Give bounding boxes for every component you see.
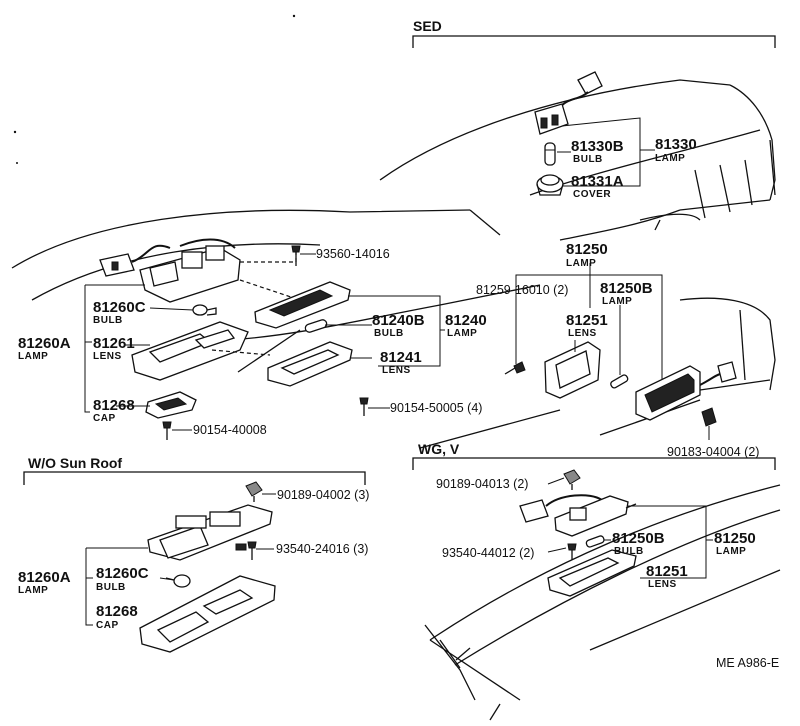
section-wo-sun-roof: W/O Sun Roof (28, 455, 122, 471)
sed-leader-lines (557, 117, 655, 187)
label-81240b: 81240B (372, 312, 425, 329)
label-90154-40008: 90154-40008 (193, 423, 267, 437)
label-81330-sub: LAMP (655, 153, 685, 164)
label-81241-sub: LENS (382, 365, 411, 376)
print-specks (13, 14, 296, 164)
label-81250-bot-sub: LAMP (716, 546, 746, 557)
label-81261-sub: LENS (93, 351, 122, 362)
label-81251-bot: 81251 (646, 563, 688, 580)
label-81268-bot: 81268 (96, 603, 138, 620)
lamp-81250-top-leaders (515, 263, 710, 440)
label-81260c-top: 81260C (93, 299, 146, 316)
label-90189-04002: 90189-04002 (3) (277, 488, 369, 502)
lamp-81250-top (504, 341, 737, 427)
label-81250b-bot-sub: BULB (614, 546, 644, 557)
label-81251-bot-sub: LENS (648, 579, 677, 590)
label-81250-bot: 81250 (714, 530, 756, 547)
section-wg-v: WG, V (418, 441, 460, 457)
lamp-81250-wg-v (519, 469, 637, 597)
lamp-wg-v-leaders (547, 477, 713, 579)
label-81251-top: 81251 (566, 312, 608, 329)
section-sed: SED (413, 18, 442, 34)
label-81268-top-sub: CAP (93, 413, 116, 424)
sed-lamp-assembly (534, 71, 603, 196)
label-90189-04013: 90189-04013 (2) (436, 477, 528, 491)
lamp-81260a-wo-sunroof (139, 481, 276, 653)
label-81330b: 81330B (571, 138, 624, 155)
label-81330b-sub: BULB (573, 154, 603, 165)
label-81261: 81261 (93, 335, 135, 352)
label-93540-44012: 93540-44012 (2) (442, 546, 534, 560)
label-81268-top: 81268 (93, 397, 135, 414)
label-81250b-bot: 81250B (612, 530, 665, 547)
label-81330: 81330 (655, 136, 697, 153)
label-81250b-top: 81250B (600, 280, 653, 297)
label-81260a-top-sub: LAMP (18, 351, 48, 362)
section-brackets (23, 35, 776, 485)
vehicle-outline (11, 79, 781, 721)
label-81331a: 81331A (571, 173, 624, 190)
label-81260a-bot: 81260A (18, 569, 71, 586)
label-93540-24016: 93540-24016 (3) (276, 542, 368, 556)
figure-code: ME A986-E (716, 656, 779, 670)
lamp-81240-leaders (300, 253, 445, 409)
lamp-wo-sunroof-leaders (85, 493, 276, 626)
label-81241: 81241 (380, 349, 422, 366)
label-81268-bot-sub: CAP (96, 620, 119, 631)
label-81240b-sub: BULB (374, 328, 404, 339)
label-90183-04004: 90183-04004 (2) (667, 445, 759, 459)
label-81250-top: 81250 (566, 241, 608, 258)
label-81260a-top: 81260A (18, 335, 71, 352)
label-81260c-bot-sub: BULB (96, 582, 126, 593)
label-81250-top-sub: LAMP (566, 258, 596, 269)
label-81240: 81240 (445, 312, 487, 329)
label-81331a-sub: COVER (573, 189, 611, 200)
label-81260c-top-sub: BULB (93, 315, 123, 326)
label-81250b-top-sub: LAMP (602, 296, 632, 307)
label-81260c-bot: 81260C (96, 565, 149, 582)
lamp-81240 (254, 245, 369, 416)
label-81251-top-sub: LENS (568, 328, 597, 339)
label-81259-16010: 81259-16010 (2) (476, 283, 568, 297)
label-90154-50005: 90154-50005 (4) (390, 401, 482, 415)
label-81240-sub: LAMP (447, 328, 477, 339)
label-81260a-bot-sub: LAMP (18, 585, 48, 596)
label-93560-14016: 93560-14016 (316, 247, 390, 261)
